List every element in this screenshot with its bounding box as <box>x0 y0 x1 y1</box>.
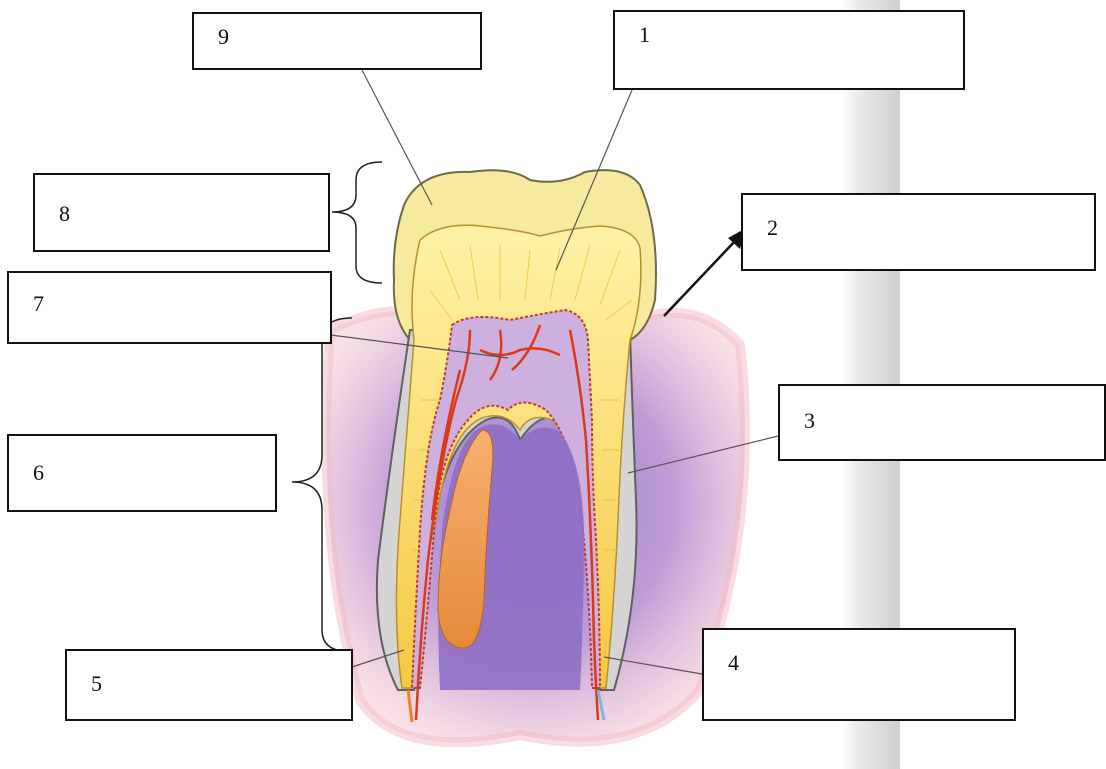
label-number-1: 1 <box>639 22 650 48</box>
label-box-8[interactable]: 8 <box>33 173 330 252</box>
label-box-1[interactable]: 1 <box>613 10 965 90</box>
label-box-6[interactable]: 6 <box>7 434 277 512</box>
label-box-4[interactable]: 4 <box>702 628 1016 721</box>
label-number-5: 5 <box>91 671 102 697</box>
label-number-3: 3 <box>804 408 815 434</box>
leader-9 <box>362 70 432 205</box>
label-box-5[interactable]: 5 <box>65 649 353 721</box>
label-box-9[interactable]: 9 <box>192 12 482 70</box>
label-box-2[interactable]: 2 <box>741 193 1096 271</box>
tooth <box>377 170 656 722</box>
label-number-6: 6 <box>33 460 44 486</box>
label-number-2: 2 <box>767 215 778 241</box>
label-number-7: 7 <box>33 291 44 317</box>
label-number-9: 9 <box>218 24 229 50</box>
label-box-3[interactable]: 3 <box>778 384 1106 461</box>
label-number-8: 8 <box>59 201 70 227</box>
label-box-7[interactable]: 7 <box>7 271 332 344</box>
arrow-2 <box>664 228 746 316</box>
brace-8 <box>332 162 382 283</box>
label-number-4: 4 <box>728 650 739 676</box>
